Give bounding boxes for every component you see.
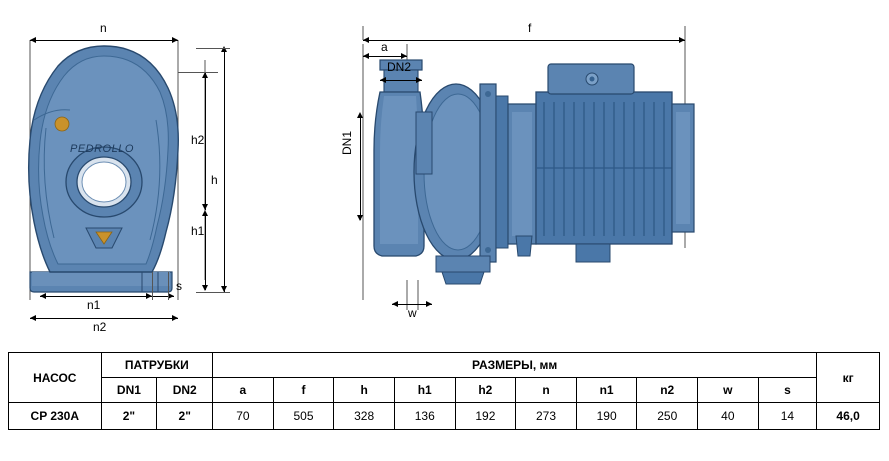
dim-arrow-h2-bottom (202, 204, 208, 210)
ext-line-h-top (196, 48, 230, 49)
header-weight: кг (816, 352, 880, 403)
dim-label-dn1: DN1 (340, 130, 354, 155)
header-dn2: DN2 (156, 377, 214, 403)
dim-label-f: f (528, 21, 532, 35)
cell-dn1: 2" (100, 402, 158, 430)
dim-line-h (224, 48, 225, 292)
cell-kg: 46,0 (816, 402, 880, 430)
ext-line-h2-top (178, 72, 218, 73)
table-header-row-2: DN1 DN2 a f h h1 h2 n n1 n2 w s (9, 377, 880, 403)
header-f: f (272, 377, 335, 403)
front-view-svg: PEDROLLO (27, 40, 206, 300)
dim-label-dn2: DN2 (387, 60, 412, 74)
dim-line-h1 (205, 212, 206, 290)
cell-n: 273 (515, 402, 577, 430)
dim-line-h2 (205, 72, 206, 210)
cell-model: CP 230A (8, 402, 102, 430)
cell-dn2: 2" (156, 402, 214, 430)
dim-arrow-h-bottom (221, 286, 227, 292)
cell-w: 40 (697, 402, 759, 430)
side-view-drawing (340, 0, 740, 340)
header-w: w (697, 377, 759, 403)
dim-arrow-dn1-bottom (357, 215, 363, 221)
cell-n1: 190 (575, 402, 638, 430)
dim-arrow-h2-top (202, 72, 208, 78)
table-row: CP 230A 2" 2" 70 505 328 136 192 273 190… (8, 402, 880, 430)
cell-f: 505 (272, 402, 335, 430)
header-a: a (212, 377, 274, 403)
dim-arrow-h1-top (202, 210, 208, 216)
dim-arrow-dn1-top (357, 112, 363, 118)
dim-label-s: s (176, 279, 182, 293)
dim-label-a: a (381, 40, 388, 54)
dim-arrow-n1-right (146, 293, 152, 299)
header-h: h (333, 377, 395, 403)
header-sizes: РАЗМЕРЫ, мм (212, 352, 818, 378)
cell-s: 14 (757, 402, 818, 430)
dim-arrow-f-right (679, 37, 685, 43)
dim-line-n2 (30, 318, 178, 319)
dim-arrow-n2-right (172, 315, 178, 321)
dim-line-s (152, 296, 174, 297)
header-pump: НАСОС (8, 352, 102, 403)
ext-line-h-bottom (196, 292, 230, 293)
header-dn1: DN1 (100, 377, 158, 403)
header-n: n (515, 377, 577, 403)
dim-arrow-h1-bottom (202, 285, 208, 291)
dim-line-dn1 (360, 115, 361, 220)
dim-arrow-n-left (30, 37, 36, 43)
dim-label-h: h (211, 173, 218, 187)
dim-arrow-f-left (363, 37, 369, 43)
cell-h1: 136 (393, 402, 456, 430)
header-s: s (757, 377, 818, 403)
dim-label-n1: n1 (87, 298, 101, 312)
dim-arrow-h-top (221, 46, 227, 52)
dim-arrow-dn2-right (416, 77, 422, 83)
dim-label-w: w (408, 306, 417, 320)
dim-label-h1: h1 (191, 224, 205, 238)
dim-arrow-s-right (168, 293, 174, 299)
specification-table: НАСОС ПАТРУБКИ РАЗМЕРЫ, мм кг DN1 DN2 a … (8, 352, 880, 430)
dim-arrow-n2-left (30, 315, 36, 321)
dim-arrow-a-left (363, 53, 369, 59)
cell-h2: 192 (454, 402, 517, 430)
header-h2: h2 (454, 377, 517, 403)
header-h1: h1 (393, 377, 456, 403)
ext-line-s-b (168, 272, 169, 300)
dim-line-n1 (40, 296, 152, 297)
dim-line-dn2 (380, 80, 422, 81)
dim-line-f (363, 40, 685, 41)
dim-arrow-n-right (172, 37, 178, 43)
side-view-svg (362, 26, 695, 310)
cell-h: 328 (333, 402, 395, 430)
dim-arrow-w-left (392, 301, 398, 307)
svg-text:PEDROLLO: PEDROLLO (70, 143, 134, 155)
table-header-row-1: НАСОС ПАТРУБКИ РАЗМЕРЫ, мм кг (8, 352, 880, 403)
header-n1: n1 (575, 377, 638, 403)
dim-line-w (392, 304, 432, 305)
cell-a: 70 (212, 402, 274, 430)
dim-arrow-dn2-left (380, 77, 386, 83)
header-n2: n2 (636, 377, 699, 403)
front-view-drawing: PEDROLLO (0, 0, 240, 340)
dim-label-h2: h2 (191, 133, 205, 147)
dim-arrow-a-right (401, 53, 407, 59)
ext-line-s-a (152, 272, 153, 300)
dim-label-n2: n2 (93, 320, 107, 334)
dim-line-n (30, 40, 178, 41)
dim-line-a (363, 56, 407, 57)
dim-arrow-n1-left (40, 293, 46, 299)
dim-arrow-w-right (426, 301, 432, 307)
cell-n2: 250 (636, 402, 699, 430)
dim-label-n: n (100, 21, 107, 35)
header-ports: ПАТРУБКИ (100, 352, 214, 378)
